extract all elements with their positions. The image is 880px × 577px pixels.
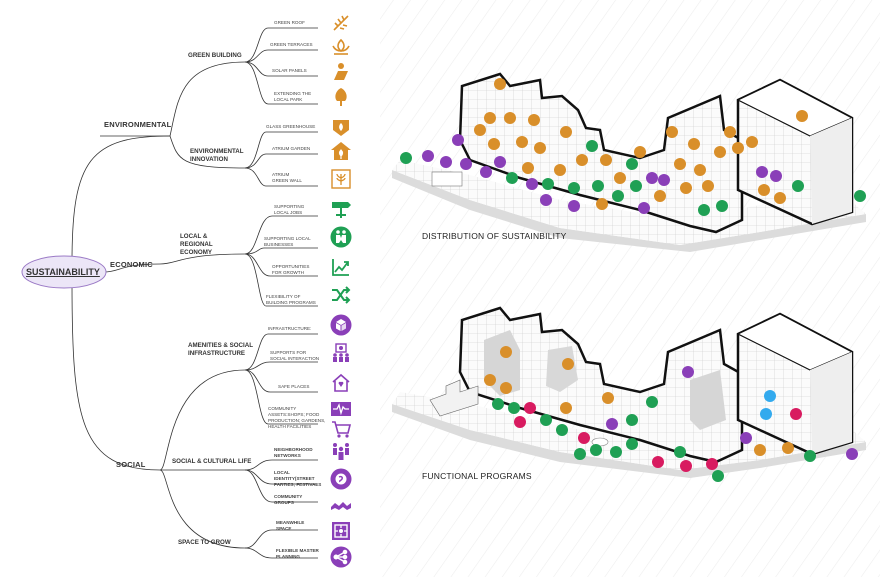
subcat-space-to-grow: SPACE TO GROW	[178, 539, 231, 546]
root-ellipse	[21, 255, 107, 289]
infrastructure-icon	[330, 314, 352, 336]
leaf-local-jobs: SUPPORTING LOCAL JOBS	[274, 204, 305, 215]
leaf-solar-panels: SOLAR PANELS	[272, 68, 307, 73]
shopping-cart-icon	[332, 421, 352, 438]
solar-panel-icon	[334, 63, 348, 80]
safe-home-icon	[332, 373, 350, 392]
leaf-local-identity: LOCAL IDENTITY(STREET PARTIES; FESTIVALS	[274, 470, 322, 487]
health-pulse-icon	[331, 402, 351, 416]
social-interaction-icon	[333, 343, 349, 362]
tree-icon	[335, 88, 347, 106]
green-roof-icon	[333, 15, 349, 31]
leaf-infrastructure: INFRASTRUCTURE:	[268, 326, 312, 331]
atrium-garden-icon	[331, 142, 351, 160]
meanwhile-space-icon	[332, 522, 350, 540]
bottom-diagram-title: FUNCTIONAL PROGRAMS	[422, 471, 532, 481]
green-terraces-icon	[332, 38, 350, 55]
leaf-social-interaction: SUPPORTS FOR SOCIAL INTERACTION	[270, 350, 320, 361]
leaf-green-roof: GREEN ROOF	[274, 20, 305, 25]
leaf-flexibility: FLEXIBILITY OF BUILDING PROGRAMS	[266, 294, 316, 305]
leaf-atrium-garden: ATRIUM GARDEN	[272, 146, 311, 151]
community-handshake-icon	[331, 502, 351, 510]
subcat-green-building: GREEN BUILDING	[188, 52, 242, 59]
subcat-cultural-life: SOCIAL & CULTURAL LIFE	[172, 458, 252, 465]
top-diagram-title: DISTRIBUTION OF SUSTAINBILITY	[422, 231, 567, 241]
leaf-neighborhood: NEIGHBORHOOD NETWORKS	[274, 447, 313, 458]
leaf-green-terraces: GREEN TERRACES	[270, 42, 313, 47]
leaf-meanwhile: MEANWHILE SPACE	[276, 520, 305, 531]
leaf-glass-greenhouse: GLASS GREENHOUSE	[266, 124, 316, 129]
subcat-env-innovation: ENVIRONMENTAL INNOVATION	[190, 148, 244, 163]
handshake-icon	[330, 226, 352, 248]
category-environmental: ENVIRONMENTAL	[104, 120, 172, 129]
signpost-icon	[332, 202, 351, 218]
category-social: SOCIAL	[116, 460, 146, 469]
leaf-atrium-green-wall: ATRIUM GREEN WALL	[272, 172, 302, 183]
people-network-icon	[333, 443, 349, 460]
subcat-amenities: AMENITIES & SOCIAL INFRASTRUCTURE	[188, 342, 253, 357]
leaf-local-businesses: SUPPORTING LOCAL BUSINESSES	[264, 236, 311, 247]
greenhouse-icon	[333, 120, 349, 136]
bottom-diagram-markers	[484, 346, 858, 482]
leaf-community-groups: COMMUNITY GROUPS	[274, 494, 303, 505]
leaf-extending-park: EXTENDING THE LOCAL PARK	[274, 91, 312, 102]
leaf-safe-places: SAFE PLACES	[278, 384, 310, 389]
green-wall-icon	[331, 169, 351, 189]
category-economic: ECONOMIC	[110, 260, 153, 269]
local-identity-icon	[330, 468, 352, 490]
growth-chart-icon	[332, 259, 349, 276]
master-planning-icon	[330, 546, 352, 568]
subcat-local-economy: LOCAL & REGIONAL ECONOMY	[180, 233, 213, 256]
shuffle-icon	[332, 286, 351, 304]
bottom-diagram	[392, 306, 866, 478]
leaf-master-planning: FLEXIBLE MASTER PLANNING	[276, 548, 319, 559]
root-label: SUSTAINABILITY	[26, 267, 100, 277]
leaf-community-assets: COMMUNITY ASSETS:SHOPS; FOOD PRODUCTION;…	[268, 406, 326, 429]
leaf-growth: OPPORTUNITIES FOR GROWTH	[272, 264, 310, 275]
top-diagram-markers	[400, 78, 866, 216]
